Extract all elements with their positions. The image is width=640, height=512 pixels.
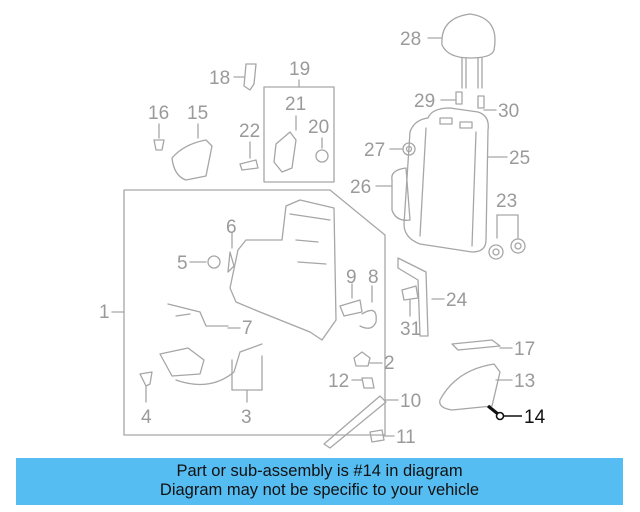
part-label-10: 10 xyxy=(400,391,421,412)
banner-line-1: Part or sub-assembly is #14 in diagram xyxy=(176,462,463,480)
part-labels: 1 2 3 4 5 6 7 8 9 10 11 12 13 14 15 16 1… xyxy=(99,29,546,448)
part-label-29: 29 xyxy=(414,91,435,112)
part-label-3: 3 xyxy=(241,407,252,428)
part-label-5: 5 xyxy=(177,253,188,274)
part-label-7: 7 xyxy=(242,318,253,339)
part-label-25: 25 xyxy=(509,148,530,169)
part-label-1: 1 xyxy=(99,302,110,323)
seat-frame-shape xyxy=(229,199,337,341)
trim-strip-24 xyxy=(397,257,429,337)
group-box-1 xyxy=(123,189,386,436)
part-label-14: 14 xyxy=(524,407,546,428)
parts-diagram: 1 2 3 4 5 6 7 8 9 10 11 12 13 14 15 16 1… xyxy=(99,13,546,449)
part-label-27: 27 xyxy=(364,140,385,161)
part-label-12: 12 xyxy=(328,371,349,392)
part-label-21: 21 xyxy=(285,94,306,115)
part-label-22: 22 xyxy=(239,121,260,142)
part-label-20: 20 xyxy=(308,117,329,138)
notice-banner: Part or sub-assembly is #14 in diagram D… xyxy=(16,458,623,505)
part-label-2: 2 xyxy=(384,353,395,374)
part-label-8: 8 xyxy=(368,267,379,288)
part-label-11: 11 xyxy=(396,427,416,448)
part-label-30: 30 xyxy=(498,101,519,122)
banner-line-2: Diagram may not be specific to your vehi… xyxy=(159,481,480,499)
headrest-shape xyxy=(441,13,496,89)
part-label-31: 31 xyxy=(400,319,421,340)
part-label-4: 4 xyxy=(141,407,152,428)
part-label-13: 13 xyxy=(514,371,535,392)
part-label-26: 26 xyxy=(350,177,371,198)
part-label-9: 9 xyxy=(346,267,357,288)
part-label-28: 28 xyxy=(400,29,421,50)
part-label-6: 6 xyxy=(226,217,237,238)
part-label-17: 17 xyxy=(514,339,535,360)
part-label-15: 15 xyxy=(187,103,208,124)
seat-back-shape xyxy=(391,107,489,253)
part-label-16: 16 xyxy=(148,103,169,124)
part-label-24: 24 xyxy=(446,290,468,311)
part-label-23: 23 xyxy=(496,191,517,212)
highlighted-part-14 xyxy=(487,404,522,421)
part-label-19: 19 xyxy=(289,59,310,80)
part-label-18: 18 xyxy=(209,68,230,89)
